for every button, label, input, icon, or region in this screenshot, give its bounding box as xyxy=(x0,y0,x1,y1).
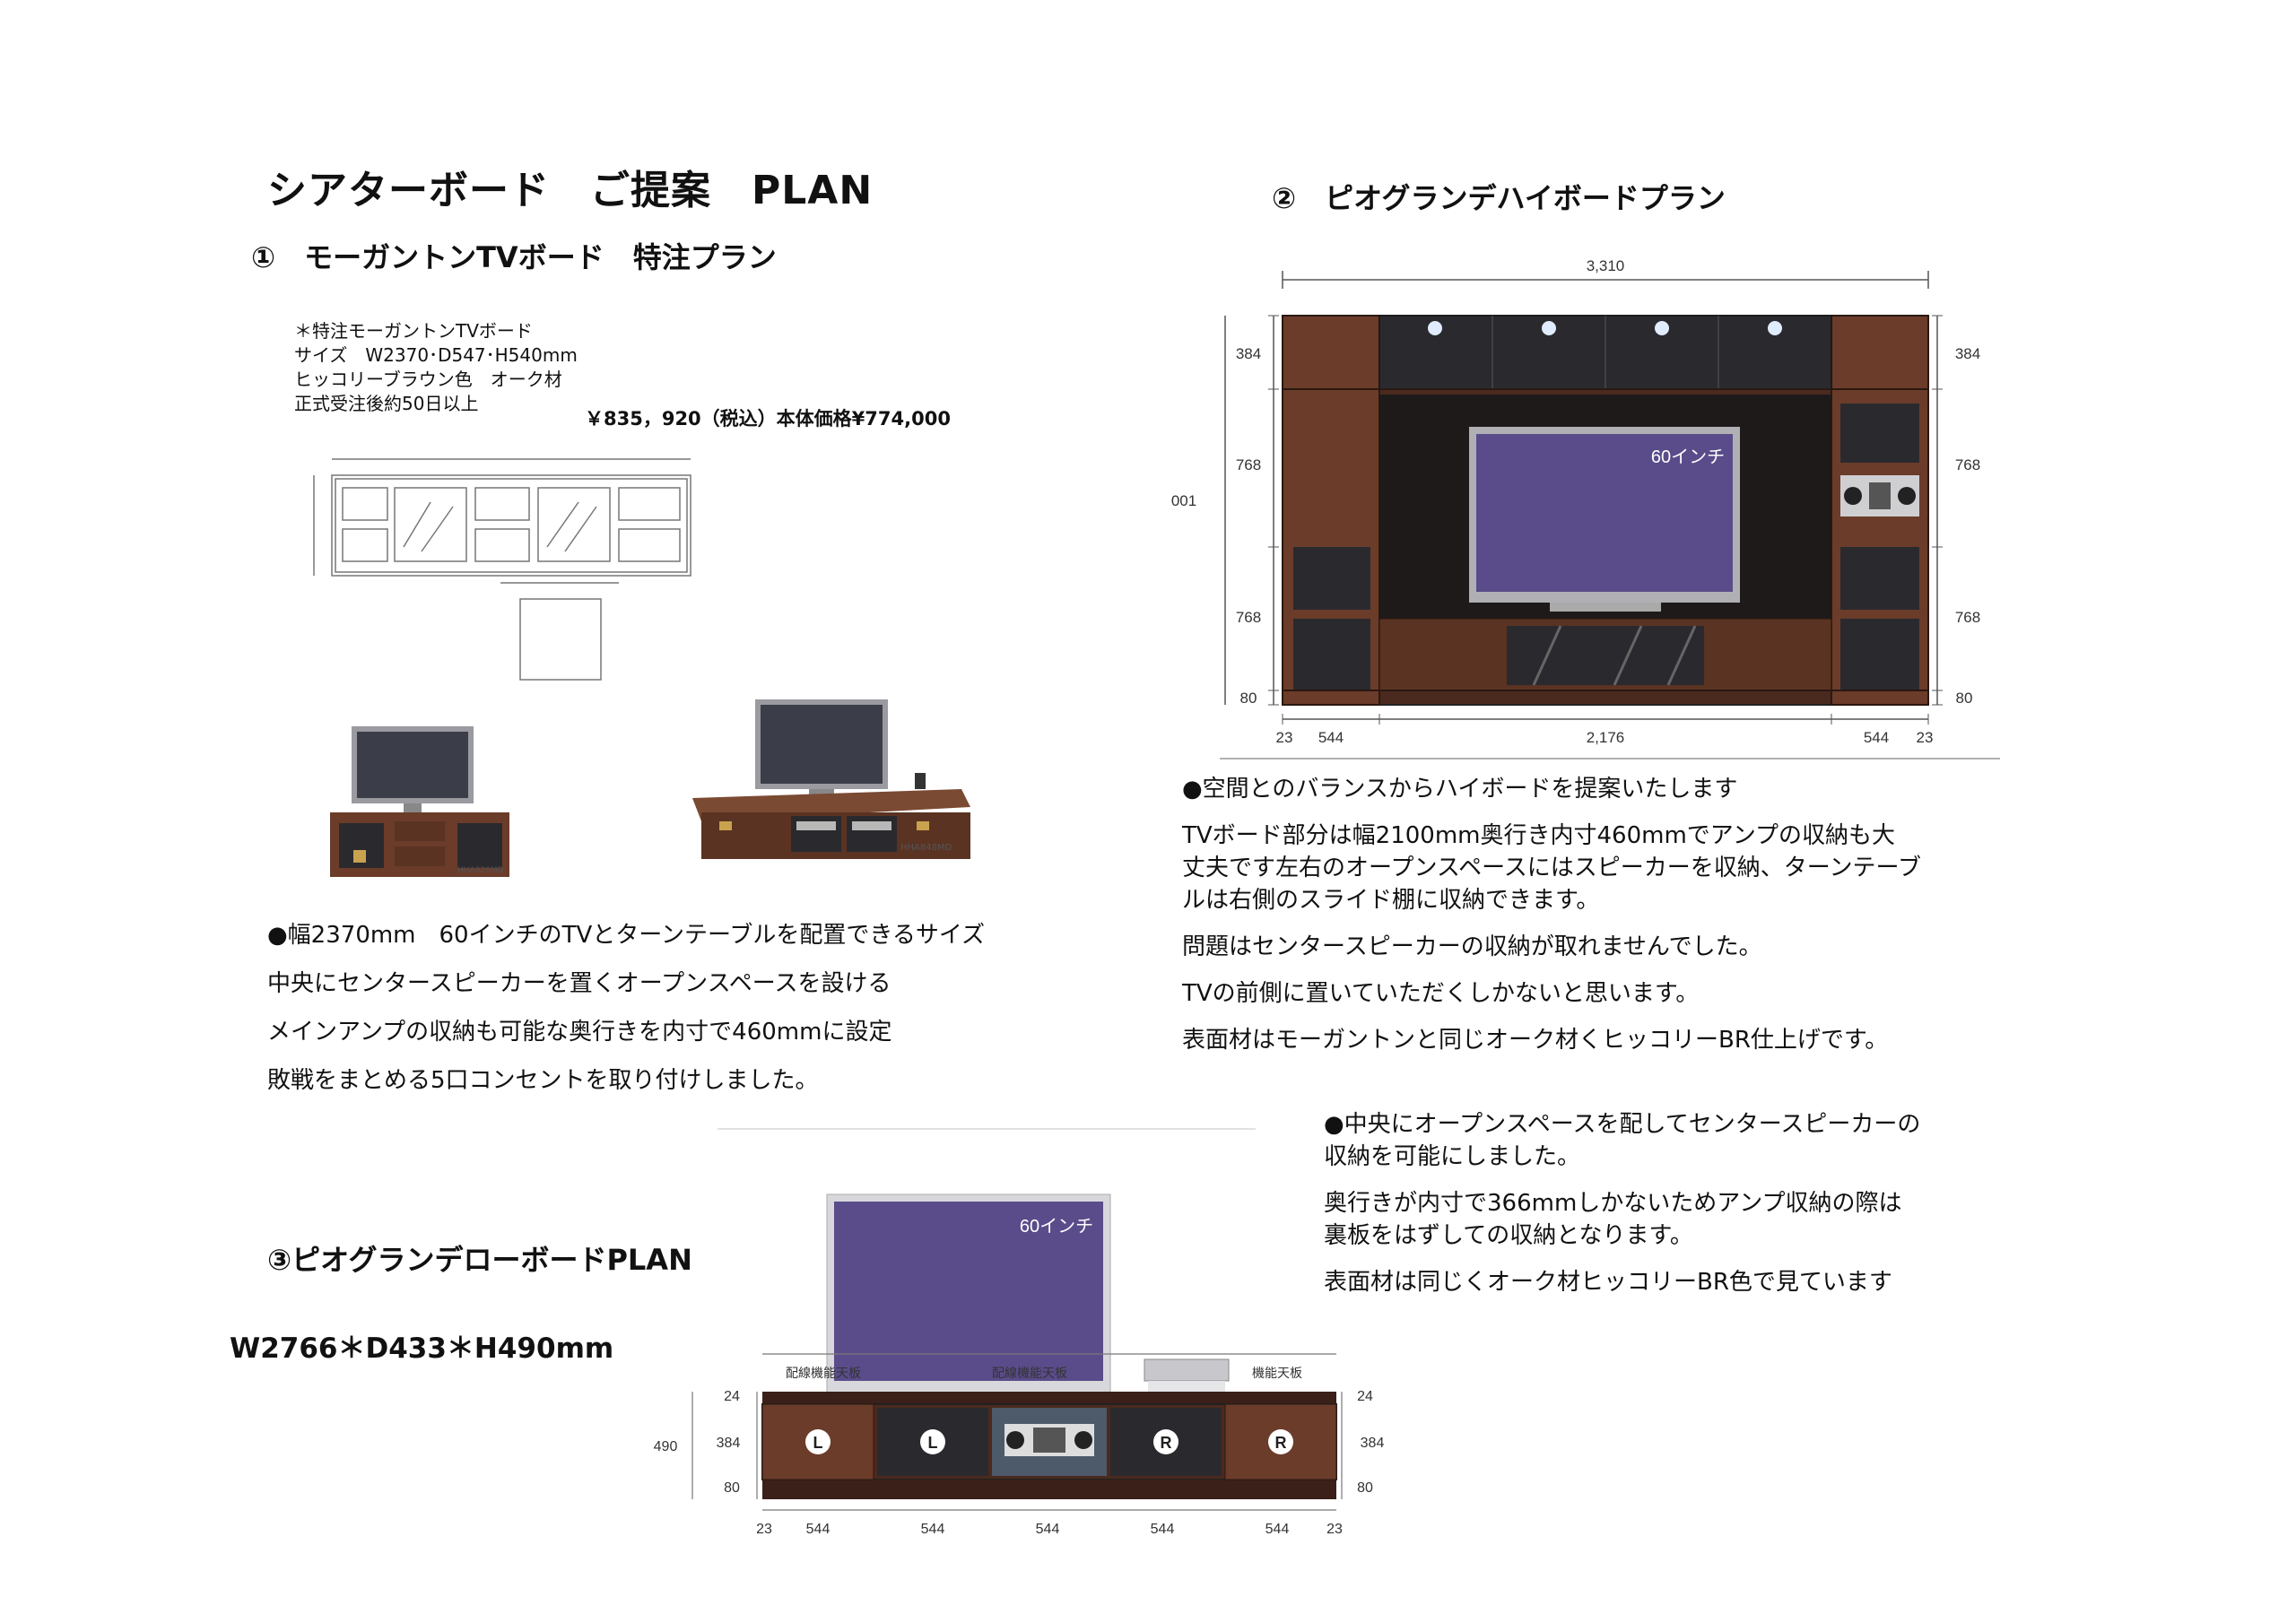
dim-left: 24 xyxy=(724,1389,740,1404)
dim-width: 3,310 xyxy=(1587,257,1625,274)
dim-bottom: 544 xyxy=(921,1522,945,1537)
note-line: 表面材は同じくオーク材ヒッコリーBR色で見ています xyxy=(1324,1269,1892,1296)
plan2-heading: ② ピオグランデハイボードプラン xyxy=(1272,181,1726,215)
dim-bottom: 23 xyxy=(1276,729,1293,746)
dim-right: 80 xyxy=(1956,690,1973,707)
spec-line: ＊特注モーガントンTVボード xyxy=(294,320,533,342)
dim-bottom: 544 xyxy=(1864,729,1889,746)
note-line: TVボード部分は幅2100mm奥行き内寸460mmでアンプの収納も大 xyxy=(1182,822,1895,849)
note-line: メインアンプの収納も可能な奥行きを内寸で460mmに設定 xyxy=(267,1019,892,1046)
dim-left: 384 xyxy=(717,1436,741,1451)
plan1-photo-hha848md xyxy=(692,699,970,859)
note-line: 中央にセンタースピーカーを置くオープンスペースを設ける xyxy=(267,970,891,997)
tv-label: 60インチ xyxy=(1651,447,1725,467)
dim-left: 768 xyxy=(1236,456,1261,473)
plan1-photo-hha920md xyxy=(330,726,509,877)
note-line: 裏板をはずしての収納となります。 xyxy=(1324,1222,1693,1249)
note-line: ●中央にオープンスペースを配してセンタースピーカーの xyxy=(1324,1111,1921,1138)
spec-line: ヒッコリーブラウン色 オーク材 xyxy=(294,369,562,390)
photo-label: HHA920MD xyxy=(457,866,504,875)
dim-bottom: 23 xyxy=(756,1522,772,1537)
plan1-notes: ●幅2370mm 60インチのTVとターンテーブルを配置できるサイズ 中央にセン… xyxy=(267,919,985,1097)
plan1-price: ￥835，920（税込）本体価格¥774,000 xyxy=(585,408,951,430)
plan1-sketch xyxy=(313,458,691,681)
dim-total-height: 490 xyxy=(654,1439,678,1454)
note-line: ルは右側のスライド棚に収納できます。 xyxy=(1182,887,1600,914)
dim-bottom: 544 xyxy=(1318,729,1344,746)
note-line: 表面材はモーガントンと同じオーク材くヒッコリーBR仕上げです。 xyxy=(1182,1027,1889,1054)
speaker-mark: R xyxy=(1161,1434,1172,1452)
note-line: TVの前側に置いていただくしかないと思います。 xyxy=(1182,980,1700,1007)
dim-left: 80 xyxy=(724,1480,740,1496)
dim-bottom: 544 xyxy=(1036,1522,1060,1537)
note-line: ●空間とのバランスからハイボードを提案いたします xyxy=(1182,776,1738,803)
plan3-drawing: 60インチ 配線機能天板 配線機能天板 機能天板 L L R R 490 24 … xyxy=(654,1193,1385,1537)
dim-total-height: 001 xyxy=(1171,492,1196,509)
plan1-spec: ＊特注モーガントンTVボード サイズ W2370･D547･H540mm ヒッコ… xyxy=(294,319,578,416)
plan1-heading: ① モーガントンTVボード 特注プラン xyxy=(251,240,777,274)
dim-right: 768 xyxy=(1955,456,1980,473)
top-label: 配線機能天板 xyxy=(786,1366,861,1380)
dim-right: 384 xyxy=(1361,1436,1385,1451)
speaker-mark: R xyxy=(1275,1434,1287,1452)
note-line: 収納を可能にしました。 xyxy=(1324,1143,1581,1170)
spec-line: サイズ W2370･D547･H540mm xyxy=(294,344,578,366)
note-line: 丈夫です左右のオープンスペースにはスピーカーを収納、ターンテーブ xyxy=(1182,855,1921,881)
dim-bottom: 544 xyxy=(1265,1522,1290,1537)
dim-bottom: 23 xyxy=(1917,729,1934,746)
plan3-notes: ●中央にオープンスペースを配してセンタースピーカーの 収納を可能にしました。 奥… xyxy=(1324,1108,1920,1298)
spec-line: 正式受注後約50日以上 xyxy=(294,393,479,414)
dim-left: 768 xyxy=(1236,609,1261,626)
plan3-size: W2766＊D433＊H490mm xyxy=(230,1332,614,1365)
dim-bottom: 544 xyxy=(806,1522,831,1537)
top-label: 配線機能天板 xyxy=(992,1366,1067,1380)
top-label: 機能天板 xyxy=(1252,1366,1302,1380)
speaker-mark: L xyxy=(928,1434,938,1452)
dim-bottom: 2,176 xyxy=(1587,729,1625,746)
dim-right: 384 xyxy=(1955,345,1980,362)
plan3-heading: ③ピオグランデローボードPLAN xyxy=(267,1243,692,1277)
tv-label: 60インチ xyxy=(1020,1217,1093,1237)
dim-right: 24 xyxy=(1357,1389,1373,1404)
plan2-notes: ●空間とのバランスからハイボードを提案いたします TVボード部分は幅2100mm… xyxy=(1182,773,1921,1056)
note-line: 敗戦をまとめる5口コンセントを取り付けしました。 xyxy=(267,1067,819,1094)
divider xyxy=(718,1128,1256,1130)
dim-right: 80 xyxy=(1357,1480,1373,1496)
speaker-mark: L xyxy=(813,1434,823,1452)
dim-right: 768 xyxy=(1955,609,1980,626)
dim-left: 80 xyxy=(1240,690,1257,707)
dim-bottom: 544 xyxy=(1151,1522,1175,1537)
note-line: ●幅2370mm 60インチのTVとターンテーブルを配置できるサイズ xyxy=(267,922,986,949)
plan2-drawing: 3,310 60インチ 384 768 768 80 001 384 768 7… xyxy=(1171,257,2000,759)
dim-left: 384 xyxy=(1236,345,1261,362)
main-title: シアターボード ご提案 PLAN xyxy=(267,168,874,213)
dim-bottom: 23 xyxy=(1326,1522,1343,1537)
photo-label: HHA848MD xyxy=(900,843,952,853)
note-line: 問題はセンタースピーカーの収納が取れませんでした。 xyxy=(1182,933,1762,960)
note-line: 奥行きが内寸で366mmしかないためアンプ収納の際は xyxy=(1324,1190,1902,1217)
